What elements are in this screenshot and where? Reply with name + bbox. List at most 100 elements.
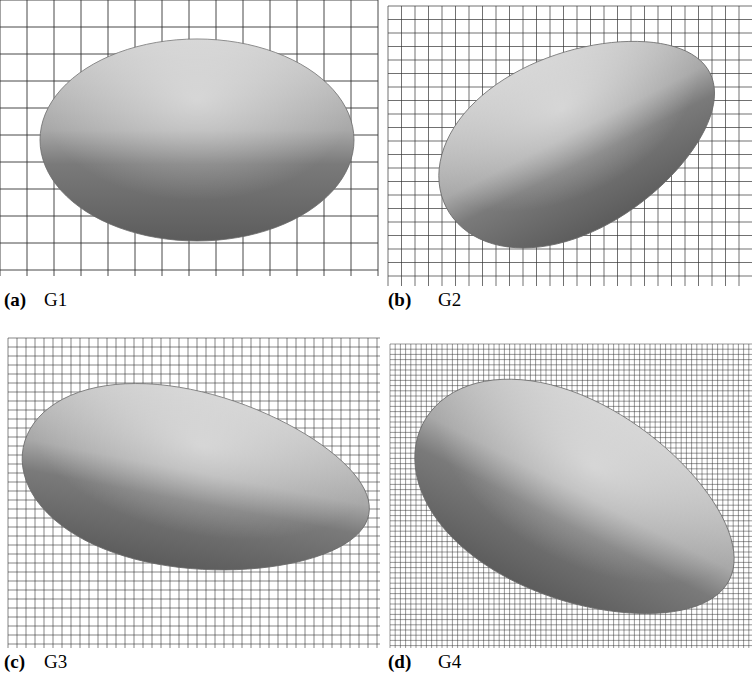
grid-line — [390, 619, 752, 620]
grid-line — [717, 344, 718, 648]
grid-line — [8, 581, 380, 582]
grid-line — [712, 6, 713, 286]
grid-line — [421, 344, 422, 648]
grid-line — [738, 344, 739, 648]
grid-line — [8, 590, 380, 591]
grid-line — [390, 385, 752, 386]
grid-line — [712, 344, 713, 648]
grid-line — [388, 262, 752, 263]
grid-line — [0, 243, 378, 244]
grid-line — [390, 624, 752, 625]
grid-line — [8, 338, 9, 648]
grid-line — [388, 249, 752, 250]
grid-line — [390, 344, 391, 648]
grid-line — [410, 344, 411, 648]
grid-line — [8, 608, 380, 609]
bubble-highlight — [6, 360, 385, 602]
bubble — [6, 360, 385, 602]
grid-line — [17, 338, 18, 648]
grid-line — [8, 347, 380, 348]
bubble-surface — [378, 336, 752, 668]
bubble-surface — [6, 360, 385, 602]
grid-line — [748, 344, 749, 648]
grid-line — [390, 375, 752, 376]
grid-line — [390, 645, 752, 646]
grid-line — [8, 635, 380, 636]
bubble-highlight — [378, 336, 752, 668]
grid-line — [739, 6, 740, 286]
grid-line — [388, 46, 752, 47]
grid-line — [27, 0, 28, 276]
grid-line — [390, 370, 752, 371]
grid-line — [378, 0, 379, 276]
grid-line — [400, 344, 401, 648]
grid-line — [388, 19, 752, 20]
grid-line — [390, 344, 752, 345]
grid-line — [388, 276, 752, 277]
grid-line — [390, 640, 752, 641]
grid-line — [390, 359, 752, 360]
grid-line — [428, 6, 429, 286]
grid-line — [401, 6, 402, 286]
grid-line — [0, 0, 378, 1]
grid-line — [8, 374, 380, 375]
panel — [378, 336, 752, 668]
grid-line — [388, 6, 389, 286]
grid-line — [390, 354, 752, 355]
grid-line — [377, 338, 378, 648]
bubble — [406, 0, 750, 286]
panel — [6, 338, 385, 648]
grid-line — [368, 338, 369, 648]
grid-line — [733, 344, 734, 648]
grid-line — [405, 344, 406, 648]
bubble-highlight — [406, 0, 750, 286]
grid-line — [728, 344, 729, 648]
panel — [0, 0, 378, 276]
grid-line — [0, 27, 378, 28]
grid-line — [442, 6, 443, 286]
bubble-surface — [406, 0, 750, 286]
grid-line — [8, 365, 380, 366]
grid-line — [0, 0, 1, 276]
grid-line — [390, 614, 752, 615]
grid-line — [8, 599, 380, 600]
grid-line — [390, 380, 752, 381]
grid-line — [415, 6, 416, 286]
grid-line — [390, 349, 752, 350]
grid-line — [390, 609, 752, 610]
grid-name: G3 — [44, 652, 67, 671]
grid-line — [8, 617, 380, 618]
grid-line — [8, 644, 380, 645]
grid-line — [395, 344, 396, 648]
grid-line — [743, 344, 744, 648]
bubble — [40, 39, 354, 241]
grid-line — [416, 344, 417, 648]
grid-line — [8, 572, 380, 573]
grid-line — [390, 364, 752, 365]
grid-line — [8, 626, 380, 627]
panel-letter: (d) — [388, 652, 411, 671]
panel-letter: (b) — [388, 290, 411, 309]
grid-name: G4 — [438, 652, 461, 671]
grid-line — [388, 33, 752, 34]
grid-line — [0, 270, 378, 271]
grid-line — [8, 338, 380, 339]
bubble-surface — [40, 39, 354, 241]
grid-line — [8, 383, 380, 384]
grid-line — [388, 6, 752, 7]
bubble-highlight — [40, 39, 354, 241]
grid-line — [698, 6, 699, 286]
mesh-grid — [0, 0, 378, 276]
grid-line — [722, 344, 723, 648]
panel-letter: (c) — [4, 652, 25, 671]
grid-line — [8, 356, 380, 357]
grid-name: G1 — [44, 290, 67, 309]
grid-line — [26, 338, 27, 648]
grid-line — [390, 630, 752, 631]
panel — [388, 0, 752, 286]
grid-line — [725, 6, 726, 286]
grid-line — [390, 635, 752, 636]
grid-name: G2 — [438, 290, 461, 309]
bubble — [378, 336, 752, 668]
